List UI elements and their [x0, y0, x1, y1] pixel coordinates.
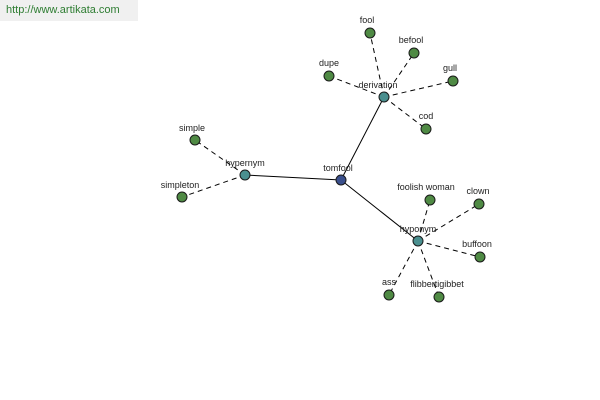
- word-node-dupe[interactable]: [323, 70, 335, 82]
- node-label-befool: befool: [399, 35, 424, 45]
- word-node-simpleton[interactable]: [176, 191, 188, 203]
- edge-derivation-fool: [369, 32, 385, 98]
- edge-derivation-dupe: [328, 75, 385, 98]
- node-label-hypernym: hypernym: [225, 158, 265, 168]
- center-node-tomfool[interactable]: [335, 174, 347, 186]
- word-node-gull[interactable]: [447, 75, 459, 87]
- edge-derivation-befool: [383, 52, 415, 98]
- node-label-hyponym: hyponym: [400, 224, 437, 234]
- edge-tomfool-derivation: [340, 96, 385, 181]
- edge-hypernym-simple: [194, 139, 246, 176]
- node-label-simple: simple: [179, 123, 205, 133]
- edge-hyponym-buffoon: [417, 240, 481, 258]
- relation-node-derivation[interactable]: [378, 91, 390, 103]
- relation-node-hypernym[interactable]: [239, 169, 251, 181]
- edge-tomfool-hyponym: [340, 179, 419, 242]
- node-label-ass: ass: [382, 277, 397, 287]
- graph-edges: [181, 32, 481, 298]
- relation-node-hyponym[interactable]: [412, 235, 424, 247]
- node-label-clown: clown: [466, 186, 489, 196]
- word-node-ass[interactable]: [383, 289, 395, 301]
- word-node-clown[interactable]: [473, 198, 485, 210]
- url-banner[interactable]: http://www.artikata.com: [0, 0, 138, 21]
- node-label-tomfool: tomfool: [323, 163, 353, 173]
- word-node-befool[interactable]: [408, 47, 420, 59]
- edge-hyponym-foolish-woman: [417, 199, 431, 242]
- edge-hyponym-clown: [417, 203, 480, 242]
- word-node-fool[interactable]: [364, 27, 376, 39]
- edge-derivation-gull: [383, 80, 454, 98]
- node-label-derivation: derivation: [358, 80, 397, 90]
- node-label-cod: cod: [419, 111, 434, 121]
- edge-hypernym-simpleton: [181, 174, 246, 198]
- edge-hyponym-ass: [388, 240, 419, 296]
- word-node-foolish-woman[interactable]: [424, 194, 436, 206]
- graph-labels: simple simpleton fool befool dupe gull cod fool…: [161, 15, 492, 289]
- word-node-simple[interactable]: [189, 134, 201, 146]
- word-node-buffoon[interactable]: [474, 251, 486, 263]
- word-node-flibbertigibbet[interactable]: [433, 291, 445, 303]
- node-label-buffoon: buffoon: [462, 239, 492, 249]
- node-label-flibbertigibbet: flibbertigibbet: [410, 279, 464, 289]
- edge-tomfool-hypernym: [244, 174, 342, 181]
- word-node-cod[interactable]: [420, 123, 432, 135]
- graph-nodes: [176, 27, 486, 303]
- node-label-gull: gull: [443, 63, 457, 73]
- node-label-fool: fool: [360, 15, 375, 25]
- node-label-dupe: dupe: [319, 58, 339, 68]
- node-label-foolish-woman: foolish woman: [397, 182, 455, 192]
- node-label-simpleton: simpleton: [161, 180, 200, 190]
- edge-hyponym-flibbertigibbet: [417, 240, 440, 298]
